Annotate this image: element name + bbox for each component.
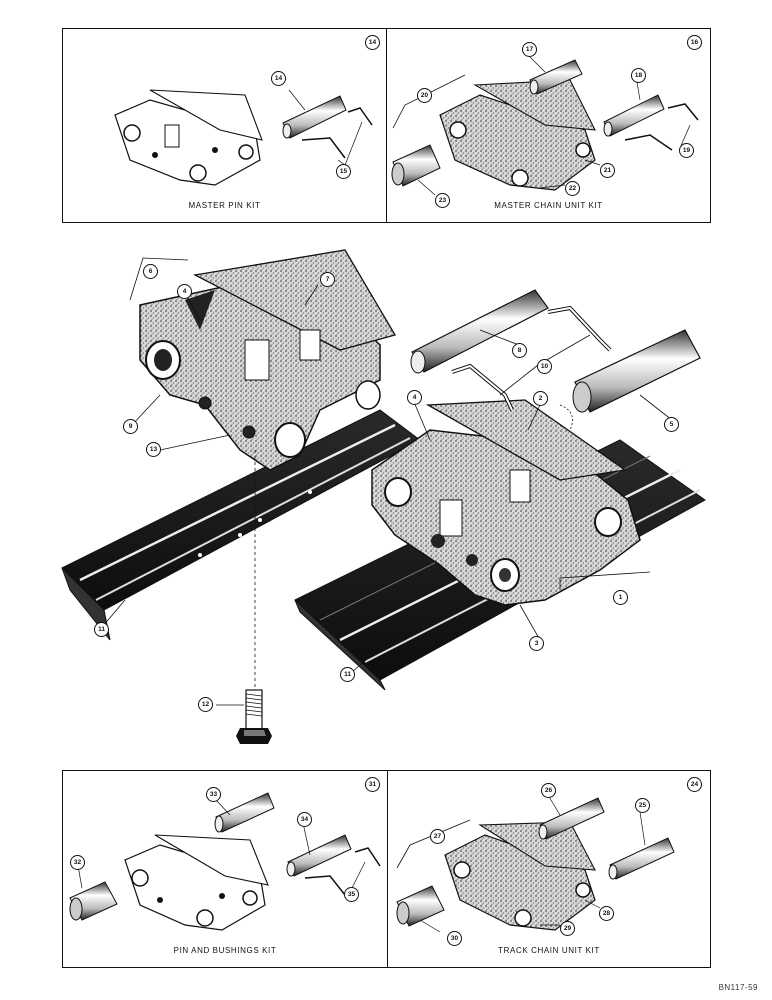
caption-pin-and-bushings-kit: PIN AND BUSHINGS KIT <box>173 946 277 955</box>
callout-32: 32 <box>70 855 85 870</box>
callout-22: 22 <box>565 181 580 196</box>
callout-7: 7 <box>320 272 335 287</box>
retaining-clips-10 <box>451 305 612 411</box>
callout-5: 5 <box>664 417 679 432</box>
callout-9: 9 <box>123 419 138 434</box>
callout-21: 21 <box>600 163 615 178</box>
bolt-12 <box>236 689 272 744</box>
panel-master-chain-unit-kit: MASTER CHAIN UNIT KIT <box>386 28 711 223</box>
callout-25: 25 <box>635 798 650 813</box>
callout-15: 15 <box>336 164 351 179</box>
callout-29: 29 <box>560 921 575 936</box>
panel-pin-and-bushings-kit: PIN AND BUSHINGS KIT <box>62 770 388 968</box>
caption-master-pin-kit: MASTER PIN KIT <box>188 201 261 210</box>
callout-4-upper: 4 <box>177 284 192 299</box>
kit-number-master-chain: 16 <box>687 35 702 50</box>
pin-8 <box>410 289 549 374</box>
callout-18: 18 <box>631 68 646 83</box>
callout-30: 30 <box>447 931 462 946</box>
caption-track-chain-unit-kit: TRACK CHAIN UNIT KIT <box>498 946 600 955</box>
panel-track-chain-unit-kit: TRACK CHAIN UNIT KIT <box>387 770 711 968</box>
callout-34: 34 <box>297 812 312 827</box>
kit-number-pin-bushings: 31 <box>365 777 380 792</box>
callout-28: 28 <box>599 906 614 921</box>
callout-27: 27 <box>430 829 445 844</box>
callout-10: 10 <box>537 359 552 374</box>
track-shoe-left <box>61 409 421 641</box>
callout-4-lower: 4 <box>407 390 422 405</box>
callout-12: 12 <box>198 697 213 712</box>
kit-number-master-pin: 14 <box>365 35 380 50</box>
kit-number-track-chain: 24 <box>687 777 702 792</box>
panel-master-pin-kit: MASTER PIN KIT <box>62 28 387 223</box>
callout-14: 14 <box>271 71 286 86</box>
callout-33: 33 <box>206 787 221 802</box>
callout-6: 6 <box>143 264 158 279</box>
callout-11-left: 11 <box>94 622 109 637</box>
callout-35: 35 <box>344 887 359 902</box>
callout-2: 2 <box>533 391 548 406</box>
callout-11-right: 11 <box>340 667 355 682</box>
callout-20: 20 <box>417 88 432 103</box>
callout-13: 13 <box>146 442 161 457</box>
lower-chain-link <box>371 399 641 606</box>
callout-19: 19 <box>679 143 694 158</box>
caption-master-chain-unit-kit: MASTER CHAIN UNIT KIT <box>494 201 603 210</box>
callout-17: 17 <box>522 42 537 57</box>
panel-art-master-chain-unit-kit <box>391 54 699 196</box>
callout-8: 8 <box>512 343 527 358</box>
panel-art-master-pin-kit <box>114 89 373 186</box>
bushing-5 <box>572 329 701 413</box>
drawing-code: BN117-59 <box>718 983 758 992</box>
callout-1: 1 <box>613 590 628 605</box>
callout-23: 23 <box>435 193 450 208</box>
callout-26: 26 <box>541 783 556 798</box>
panel-art-track-chain-unit-kit <box>396 794 675 933</box>
panel-art-pin-and-bushings-kit <box>69 792 381 931</box>
callout-3: 3 <box>529 636 544 651</box>
